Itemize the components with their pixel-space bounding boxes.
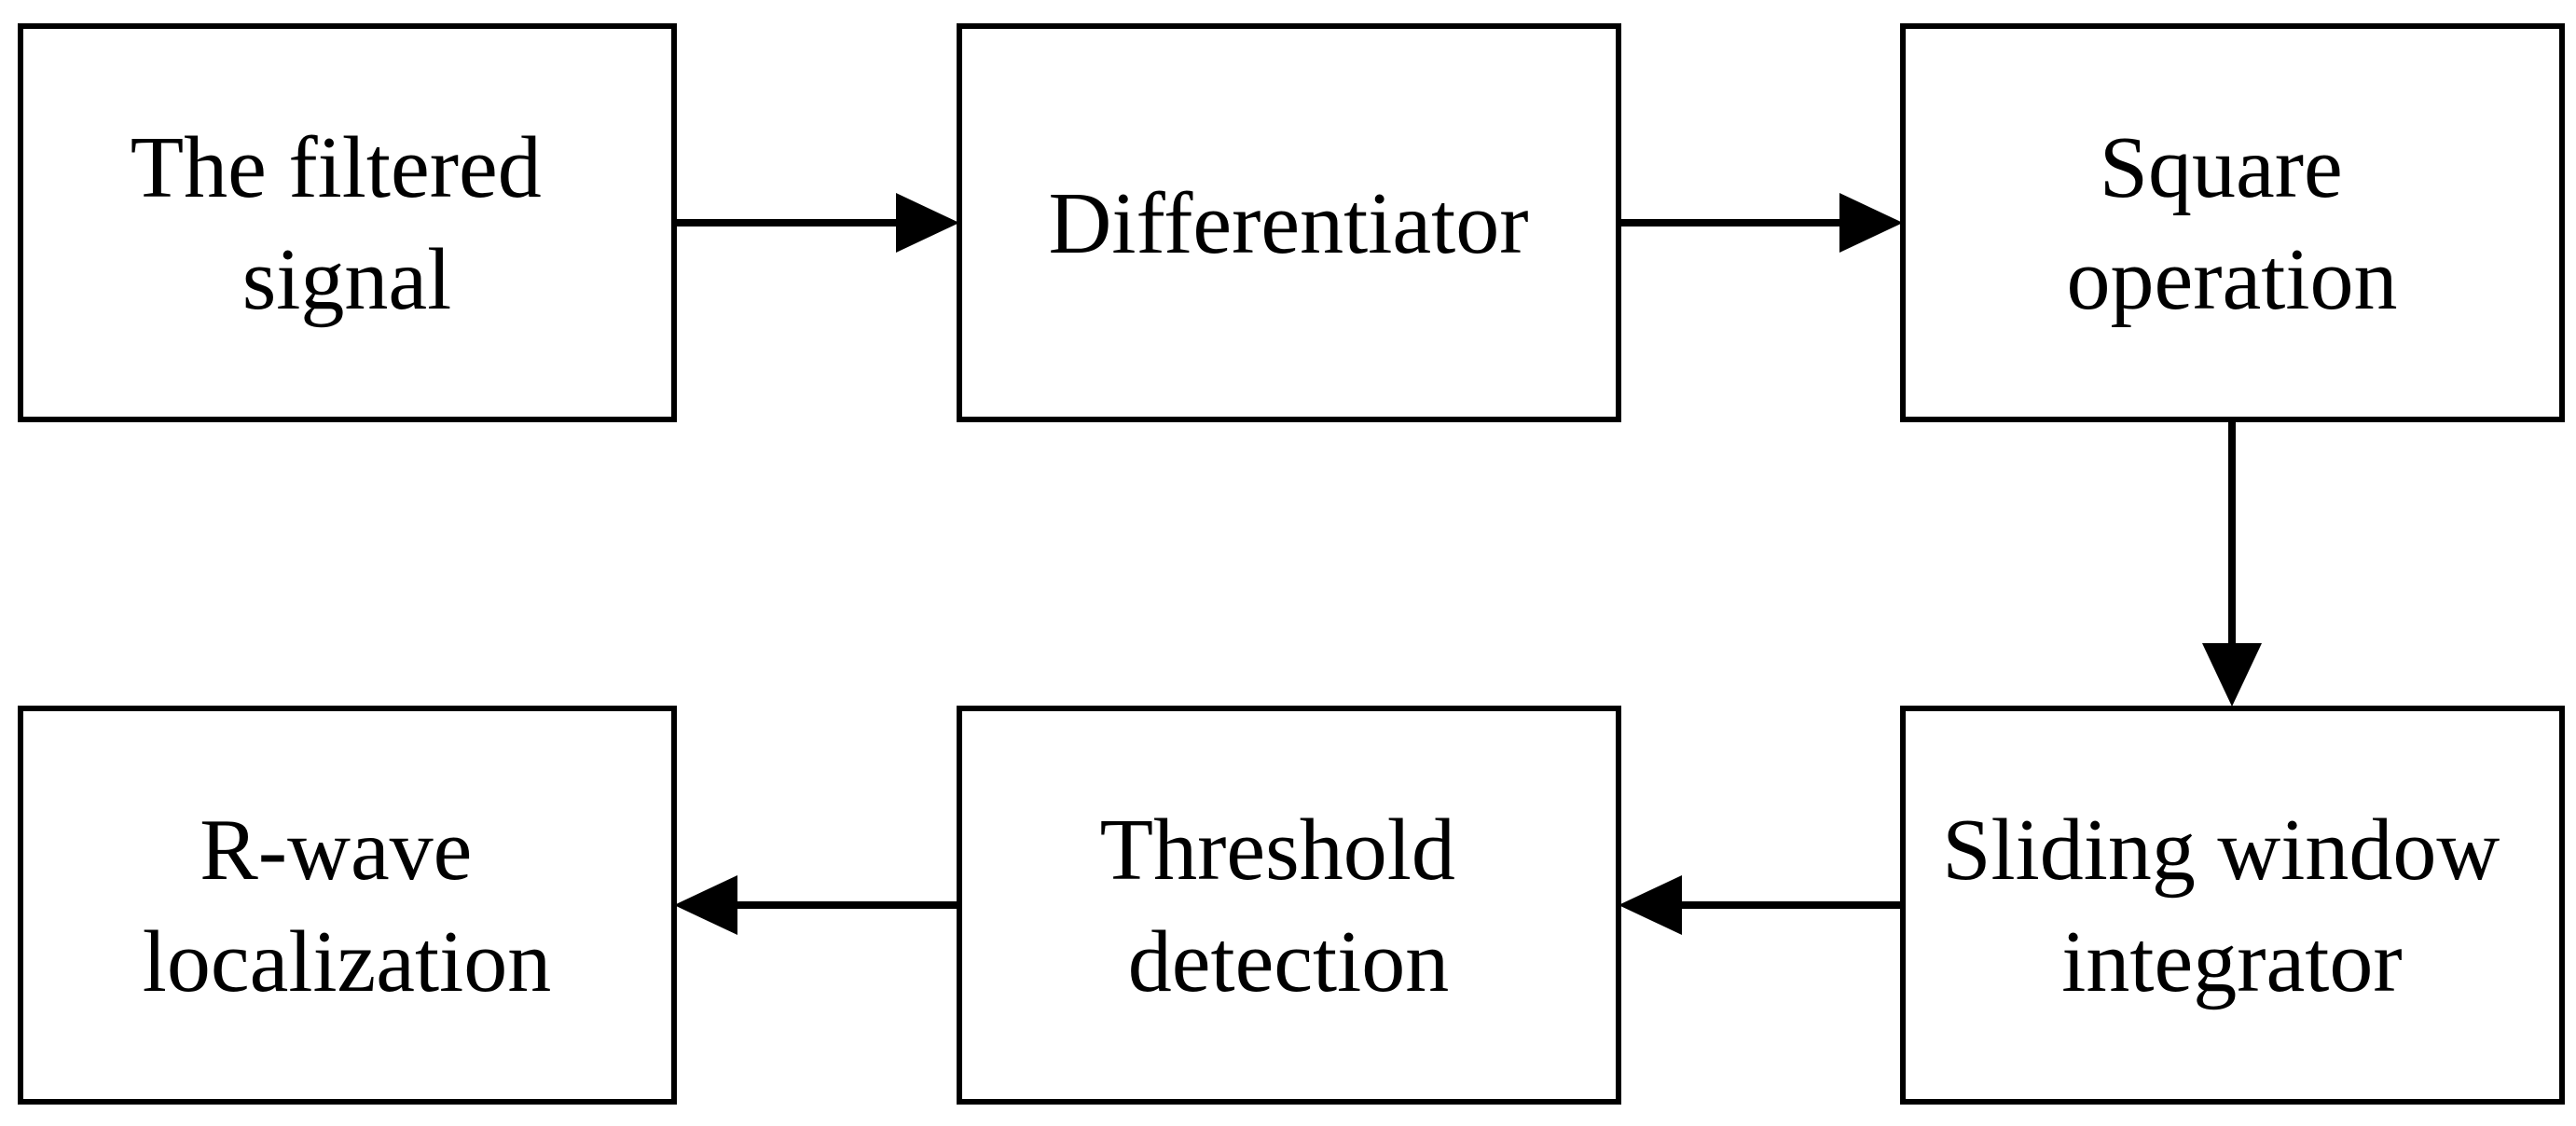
node-label-line: The filtered	[131, 119, 542, 216]
arrowhead-left-icon	[1619, 875, 1682, 935]
arrowhead-left-icon	[674, 875, 737, 935]
svg-text:R-wave localization: R-wave localization	[143, 802, 551, 1010]
svg-text:Threshold detection: Threshold detection	[1100, 802, 1478, 1010]
node-label-line: localization	[143, 913, 551, 1010]
edge-filtered-signal-to-differentiator	[674, 193, 959, 253]
node-label-line: signal	[242, 231, 452, 328]
edge-sliding-window-integrator-to-threshold-detection	[1619, 875, 1903, 935]
node-label-line: Threshold	[1100, 802, 1455, 899]
node-threshold-detection: Threshold detection	[957, 706, 1621, 1105]
edge-square-operation-to-sliding-window-integrator	[2202, 419, 2262, 707]
node-differentiator: Differentiator	[957, 23, 1621, 422]
svg-text:Differentiator: Differentiator	[1048, 175, 1528, 272]
node-label-line: operation	[2067, 231, 2398, 328]
svg-text:The filtered signal: The filtered signal	[131, 119, 564, 328]
node-label-line: Sliding window	[1942, 802, 2500, 899]
node-label-line: R-wave	[200, 802, 472, 899]
node-label-line: integrator	[2061, 913, 2402, 1010]
node-label-line: Differentiator	[1048, 175, 1528, 272]
arrowhead-right-icon	[896, 193, 959, 253]
svg-text:Sliding window integrato: Sliding window integrator	[1942, 802, 2522, 1010]
svg-text:Square operation: Square operation	[2067, 119, 2398, 328]
node-label-line: detection	[1128, 913, 1450, 1010]
arrowhead-right-icon	[1839, 193, 1903, 253]
node-square-operation: Square operation	[1900, 23, 2565, 422]
node-sliding-window-integrator: Sliding window integrator	[1900, 706, 2565, 1105]
edge-differentiator-to-square-operation	[1619, 193, 1903, 253]
node-label-line: Square	[2100, 119, 2343, 216]
node-r-wave-localization: R-wave localization	[18, 706, 677, 1105]
arrowhead-down-icon	[2202, 643, 2262, 707]
node-filtered-signal: The filtered signal	[18, 23, 677, 422]
edge-threshold-detection-to-r-wave-localization	[674, 875, 959, 935]
